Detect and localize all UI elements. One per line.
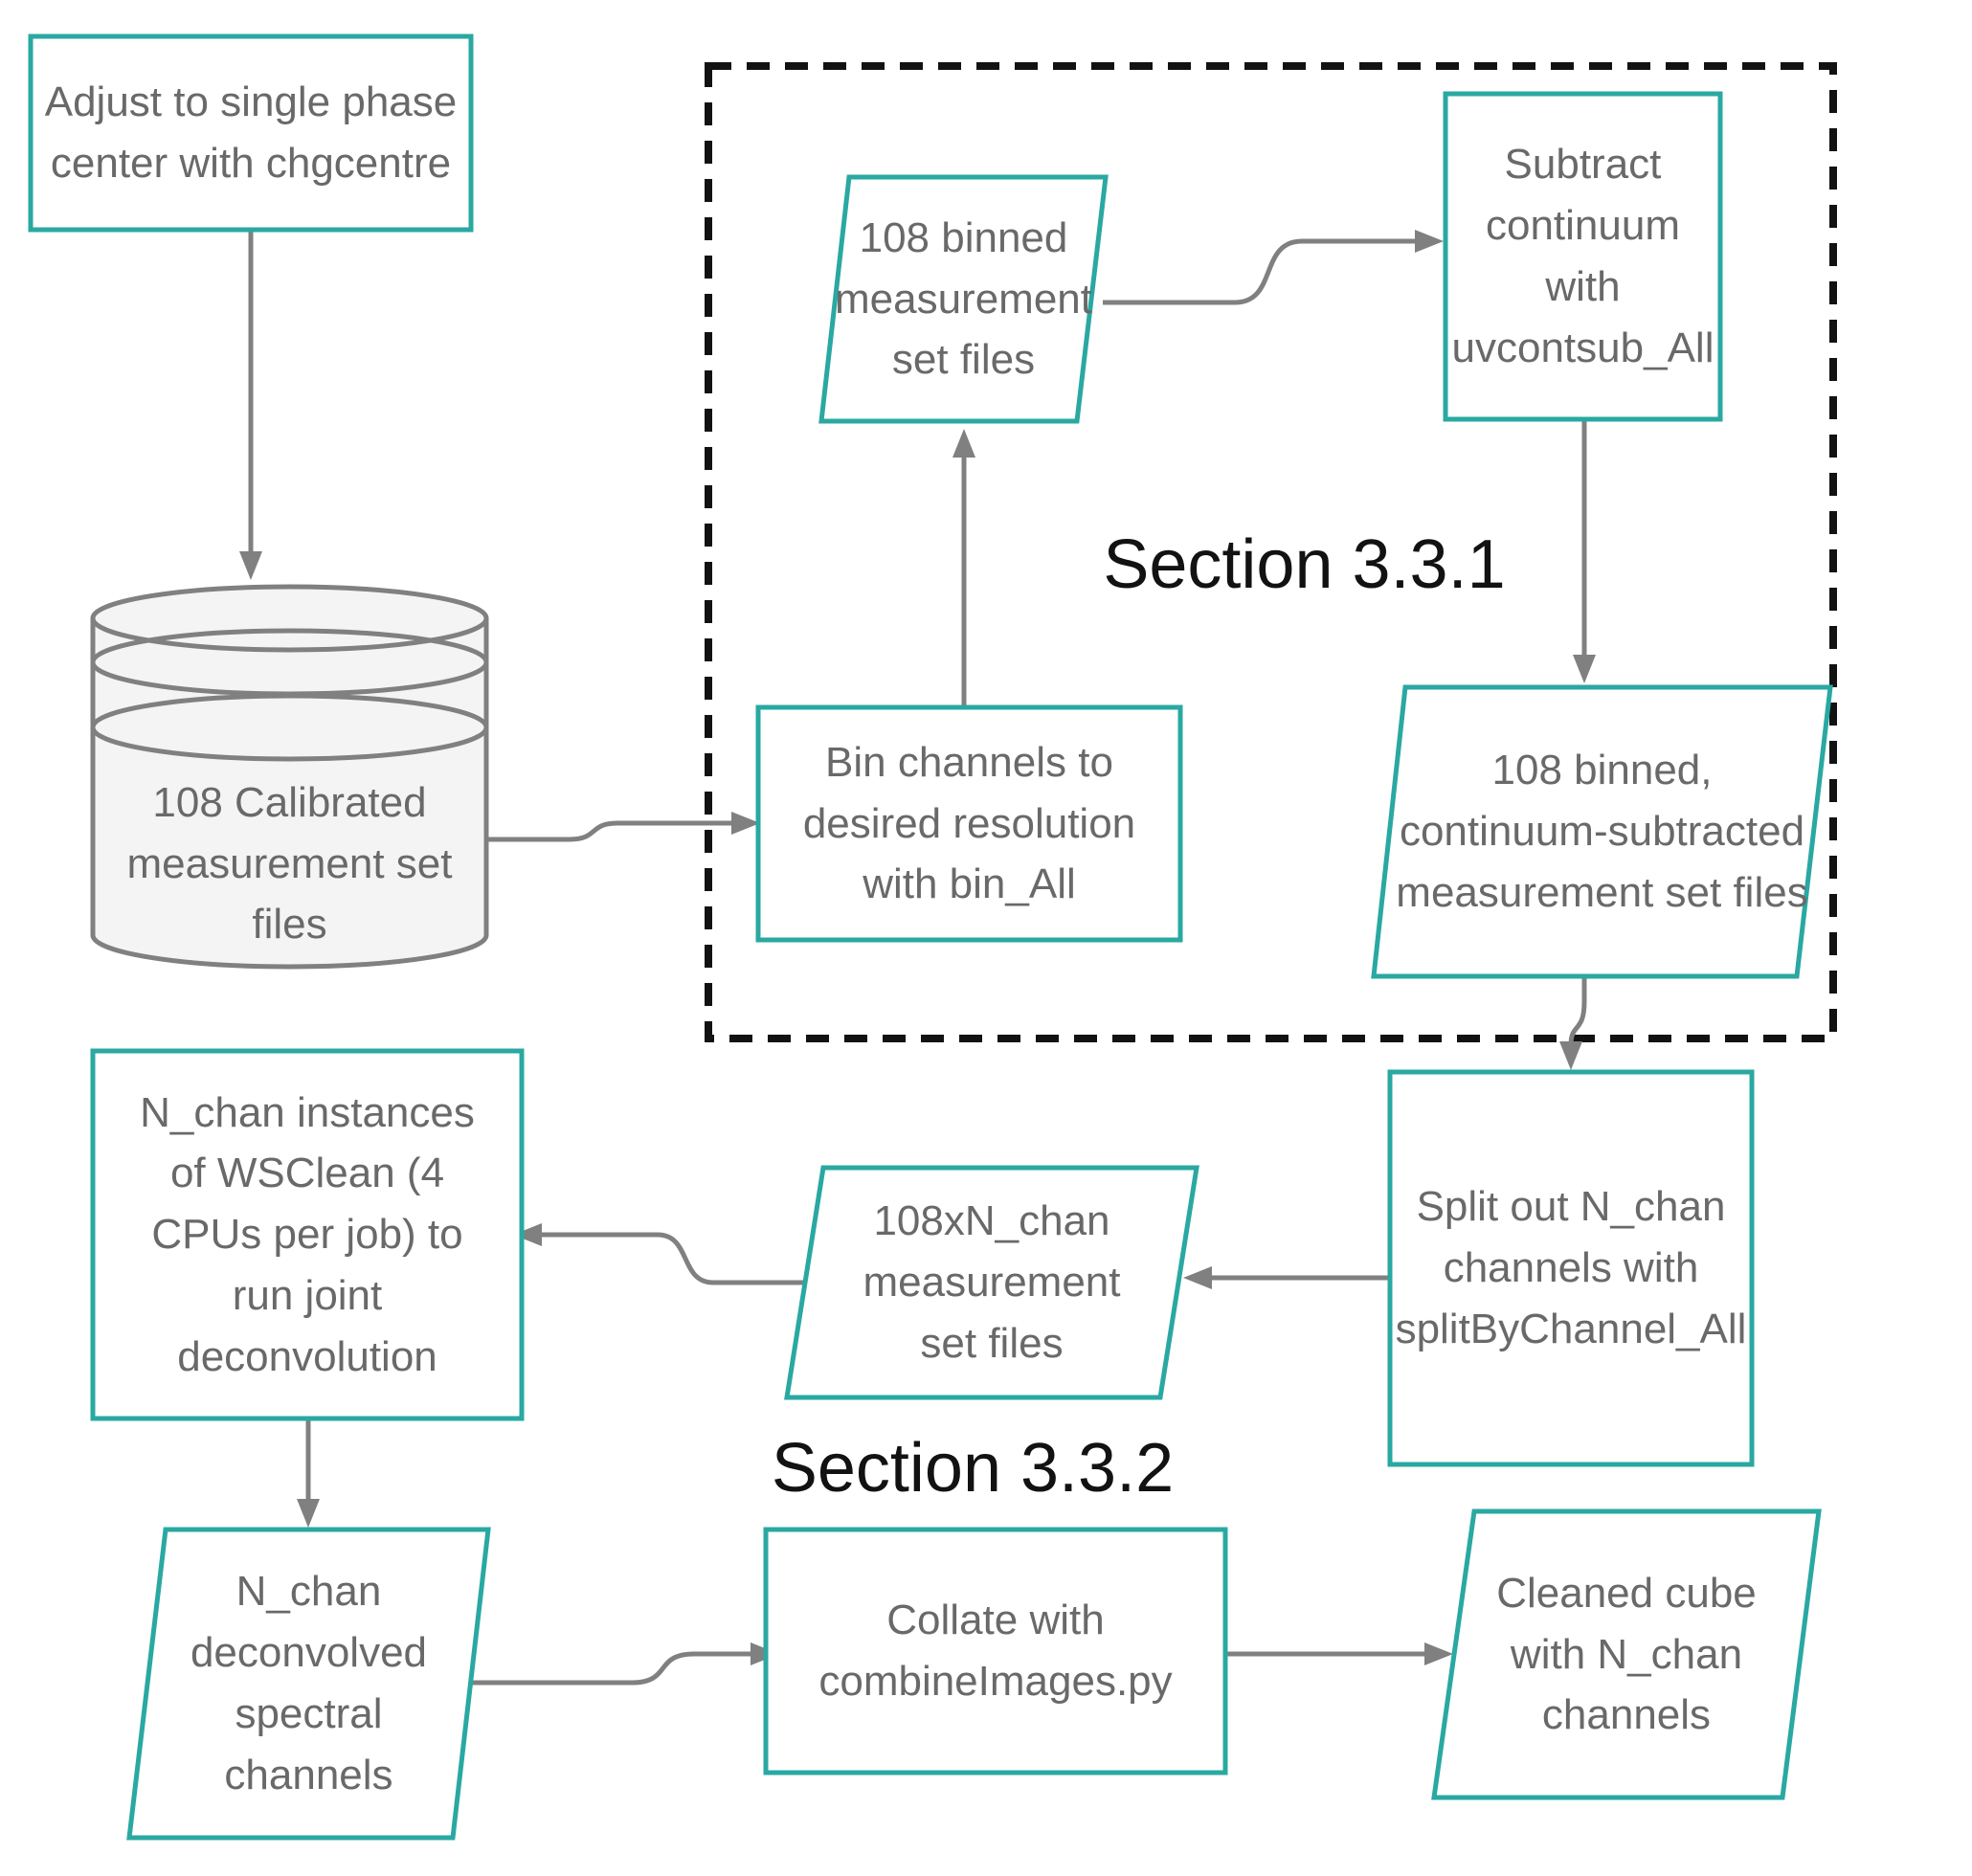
node-adjust-shape <box>28 34 474 233</box>
node-msfiles-shape <box>784 1165 1199 1400</box>
node-deconv-shape <box>126 1527 491 1841</box>
arrow-binned-to-subtract <box>1103 230 1444 305</box>
arrow-contsub-to-split <box>1559 978 1587 1070</box>
arrow-calibrated-to-bin <box>486 812 760 842</box>
node-split-shape <box>1387 1069 1755 1467</box>
section-331-dashed-boundary <box>705 62 1837 1042</box>
node-wsclean-shape <box>90 1048 525 1421</box>
node-binned-shape <box>818 174 1109 424</box>
node-subtract-shape <box>1443 91 1723 422</box>
arrow-msfiles-to-wsclean <box>513 1223 805 1285</box>
node-contsub-shape <box>1371 684 1833 979</box>
node-cube-shape <box>1431 1508 1822 1800</box>
arrow-deconv-to-collate <box>471 1642 779 1686</box>
node-bin-shape <box>755 704 1183 943</box>
cylinder-shape <box>90 584 489 970</box>
node-collate-shape <box>763 1527 1228 1776</box>
